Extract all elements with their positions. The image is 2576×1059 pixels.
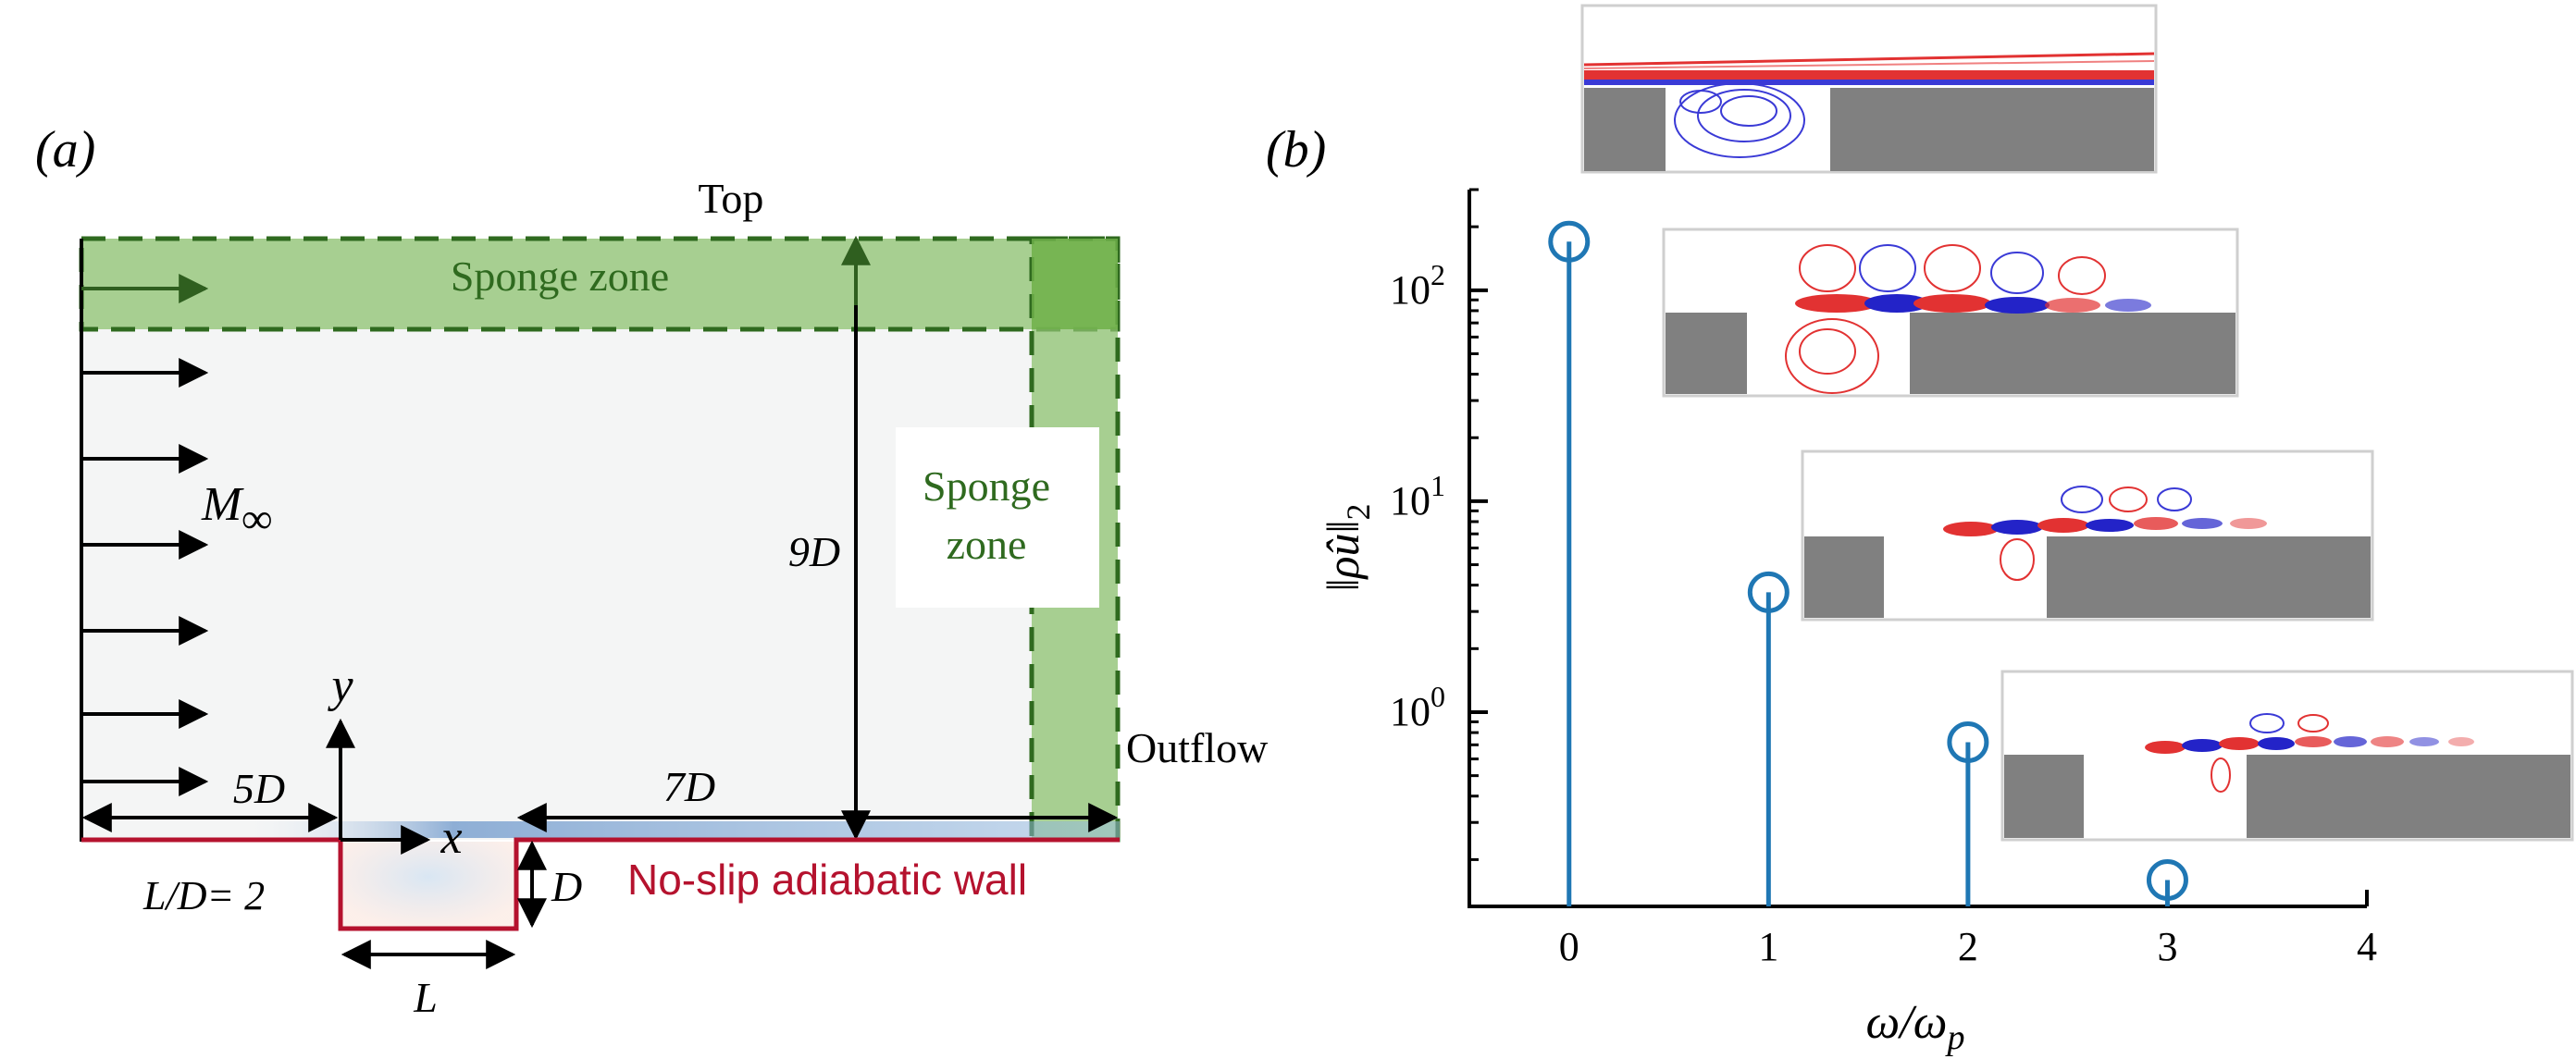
- stem-marker: [2146, 859, 2188, 902]
- downstream-label: 7D: [663, 763, 715, 810]
- x-tick-label: 2: [1958, 924, 1978, 969]
- x-tick-label: 3: [2157, 924, 2177, 969]
- x-tick-label: 1: [1758, 924, 1778, 969]
- wall-label: No-slip adiabatic wall: [627, 856, 1027, 904]
- y-tick-label: 100: [1390, 680, 1445, 734]
- panel-a: (a) Top Sponge zone Sponge zone M: [35, 121, 1269, 1021]
- depth-label: D: [551, 863, 582, 910]
- sponge-corner: [1032, 239, 1118, 329]
- y-axis-label: y: [327, 659, 353, 712]
- aspect-ratio-label: L/D= 2: [142, 873, 265, 918]
- shear-layer: [231, 821, 1120, 838]
- inflow-arrows: [81, 274, 209, 796]
- length-label: L: [413, 974, 438, 1021]
- sponge-zone-right-label-box: [896, 427, 1099, 608]
- upstream-label: 5D: [233, 765, 285, 812]
- stem-marker: [1747, 571, 1790, 613]
- panel-a-label: (a): [35, 121, 95, 179]
- mode-0-contour: [1580, 4, 2158, 174]
- y-tick-label: 102: [1390, 258, 1445, 313]
- mode-1-contour: [1662, 228, 2239, 398]
- mode-2-contour: [1801, 449, 2374, 622]
- y-tick-label: 101: [1390, 469, 1445, 523]
- x-axis-title: ω/ωp: [1866, 996, 1965, 1057]
- stem-marker: [1947, 721, 1989, 764]
- x-axis-label: x: [440, 811, 462, 864]
- x-tick-label: 0: [1559, 924, 1579, 969]
- cavity-flow: [341, 842, 516, 930]
- height-label: 9D: [788, 528, 840, 575]
- stem-marker: [1548, 220, 1591, 263]
- mode-3-contour: [2000, 670, 2574, 842]
- no-slip-wall: [81, 837, 1120, 931]
- panel-b-label: (b): [1266, 121, 1326, 179]
- mach-label: M∞: [201, 478, 272, 542]
- stem-plot: [1548, 220, 2188, 906]
- sponge-zone-right-label-line2: zone: [947, 521, 1027, 568]
- panel-b: (b) 0 1 2 3 4 100 101 102 ‖ρ̂u‖2 ω/ωp: [1266, 4, 2574, 1057]
- top-boundary-label: Top: [699, 175, 764, 222]
- outflow-label: Outflow: [1126, 724, 1269, 771]
- x-tick-label: 4: [2357, 924, 2377, 969]
- y-axis-title: ‖ρ̂u‖2: [1317, 503, 1377, 591]
- sponge-zone-top: [79, 236, 1121, 332]
- sponge-zone-right-label-line1: Sponge: [923, 462, 1050, 510]
- sponge-zone-top-label: Sponge zone: [451, 252, 669, 300]
